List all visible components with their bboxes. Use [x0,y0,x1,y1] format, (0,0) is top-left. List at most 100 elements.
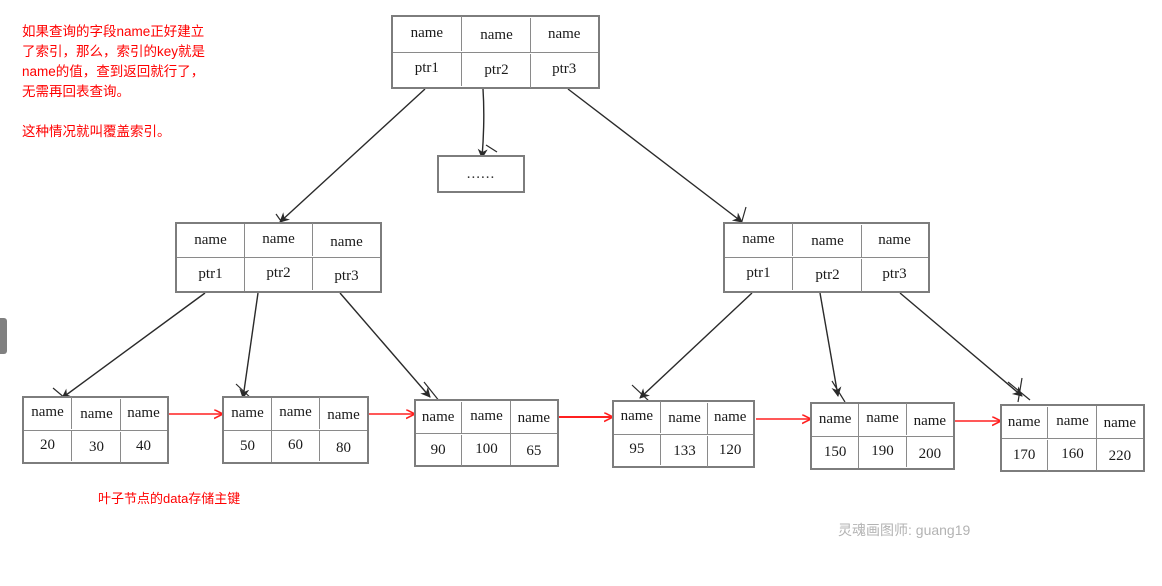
leaf-4-key-cell: name [662,403,709,435]
leaf-4-key-cell: name [713,409,747,426]
edge-root-to-right-internal [567,88,743,223]
leaf-1-key-cell: name [127,405,160,422]
root-pointer-cell[interactable]: ptr1 [393,51,462,86]
leaf-5-data-row: 150 190 200 [812,435,953,468]
edge-right-internal-to-leaf-6 [899,292,1023,397]
annotation-covering-index-note: 如果查询的字段name正好建立 了索引，那么，索引的key就是 name的值，查… [22,24,206,99]
internal-left-key-row: name name name [177,223,380,258]
leaf-node-1[interactable]: name name name 20 30 40 [22,396,169,464]
leaf-1-data-cell: 40 [136,437,151,454]
leaf-5-key-cell: name [812,404,860,436]
internal-left-pointer-cell[interactable]: ptr3 [334,268,359,284]
leaf-4-data-cell: 120 [718,441,742,458]
annotation-leaf-data-caption: 叶子节点的data存储主键 [98,491,241,506]
edge-leaf5-tick [831,380,846,403]
leaf-1-data-cell: 30 [73,431,121,463]
internal-left-key-cell: name [330,234,363,250]
leaf-node-3[interactable]: name name name 90 100 65 [414,399,559,467]
leaf-6-data-cell: 160 [1049,438,1097,470]
leaf-node-4[interactable]: name name name 95 133 120 [612,400,755,468]
root-node[interactable]: name name name ptr1 ptr2 ptr3 [391,15,600,89]
leaf-5-key-cell: name [859,403,907,435]
leaf-2-key-row: name name name [224,397,367,431]
leaf-5-key-row: name name name [812,403,953,437]
leaf-2-data-cell: 80 [336,439,351,456]
root-node-pointer-row: ptr1 ptr2 ptr3 [393,51,598,88]
edge-leaf6-tick2 [1017,377,1023,403]
leaf-1-key-cell: name [24,397,72,429]
edge-root-to-left-internal [279,88,426,223]
internal-right-key-cell: name [725,223,793,256]
leaf-2-key-cell: name [327,407,360,424]
internal-node-right[interactable]: name name name ptr1 ptr2 ptr3 [723,222,930,293]
edge-left-internal-to-leaf-3 [339,292,431,398]
edge-root-mid-tick [485,144,498,153]
leaf-4-key-row: name name name [614,401,753,435]
leaf-node-6[interactable]: name name name 170 160 220 [1000,404,1145,472]
leaf-6-key-cell: name [1103,415,1137,432]
leaf-1-data-row: 20 30 40 [24,429,167,463]
leaf-4-data-row: 95 133 120 [614,433,753,467]
leaf-3-key-cell: name [463,401,511,433]
leaf-5-data-cell: 190 [859,435,907,467]
internal-right-key-cell: name [878,232,911,248]
root-pointer-cell[interactable]: ptr2 [463,53,532,88]
leaf-2-key-cell: name [272,397,320,429]
leaf-6-key-row: name name name [1002,406,1143,439]
leaf-6-data-row: 170 160 220 [1001,438,1143,471]
internal-node-left[interactable]: name name name ptr1 ptr2 ptr3 [175,222,382,293]
leaf-6-key-cell: name [1049,406,1097,438]
root-key-cell: name [393,16,462,51]
leaf-3-data-cell: 100 [463,433,511,465]
leaf-1-key-row: name name name [24,397,167,431]
internal-right-pointer-row: ptr1 ptr2 ptr3 [725,257,928,292]
leaf-4-key-cell: name [614,401,661,433]
leaf-2-data-cell: 60 [272,429,320,461]
leaf-3-data-cell: 90 [415,434,463,466]
internal-left-key-cell: name [245,223,313,256]
edge-left-internal-to-leaf-1 [61,292,206,399]
leaf-3-data-row: 90 100 65 [415,433,557,466]
internal-left-pointer-cell[interactable]: ptr2 [245,257,313,290]
root-node-key-row: name name name [393,16,598,53]
internal-left-pointer-row: ptr1 ptr2 ptr3 [177,257,380,291]
annotation-covering-index-conclusion: 这种情况就叫覆盖索引。 [22,124,171,139]
leaf-5-data-cell: 200 [918,445,942,462]
leaf-2-data-cell: 50 [224,430,272,462]
internal-left-key-cell: name [177,224,245,257]
internal-right-pointer-cell[interactable]: ptr1 [725,257,793,290]
page-scroll-tab[interactable] [0,318,7,354]
leaf-5-key-cell: name [913,413,947,430]
leaf-node-5[interactable]: name name name 150 190 200 [810,402,955,470]
leaf-5-data-cell: 150 [812,436,860,468]
leaf-1-key-cell: name [73,399,121,431]
edge-right-internal-to-leaf-4 [639,292,753,399]
leaf-3-key-cell: name [517,410,551,427]
internal-right-pointer-cell[interactable]: ptr2 [794,259,862,292]
leaf-6-data-cell: 170 [1001,439,1049,471]
leaf-3-data-cell: 65 [526,442,542,459]
leaf-3-key-row: name name name [416,401,557,434]
leaf-2-key-cell: name [224,398,272,430]
root-key-cell: name [463,18,532,53]
edge-left-internal-to-leaf-2 [239,292,259,399]
leaf-6-data-cell: 220 [1108,447,1132,464]
leaf-6-key-cell: name [1001,407,1049,439]
internal-left-pointer-cell[interactable]: ptr1 [177,258,245,291]
root-key-cell: name [547,25,581,42]
internal-right-key-cell: name [794,225,862,258]
leaf-4-data-cell: 133 [662,435,709,467]
edge-right-internal-to-leaf-5 [819,292,842,397]
root-pointer-cell[interactable]: ptr3 [552,61,577,78]
internal-right-pointer-cell[interactable]: ptr3 [882,266,907,282]
leaf-node-2[interactable]: name name name 50 60 80 [222,396,369,464]
leaf-1-data-cell: 20 [24,429,72,461]
leaf-2-data-row: 50 60 80 [224,429,367,462]
ellipsis-node[interactable]: ...... [437,155,525,193]
leaf-4-data-cell: 95 [614,433,661,465]
edge-leaf6-tick [1007,381,1031,401]
leaf-3-key-cell: name [415,402,463,434]
author-signature: 灵魂画图师: guang19 [838,522,971,538]
internal-right-key-row: name name name [725,223,928,258]
